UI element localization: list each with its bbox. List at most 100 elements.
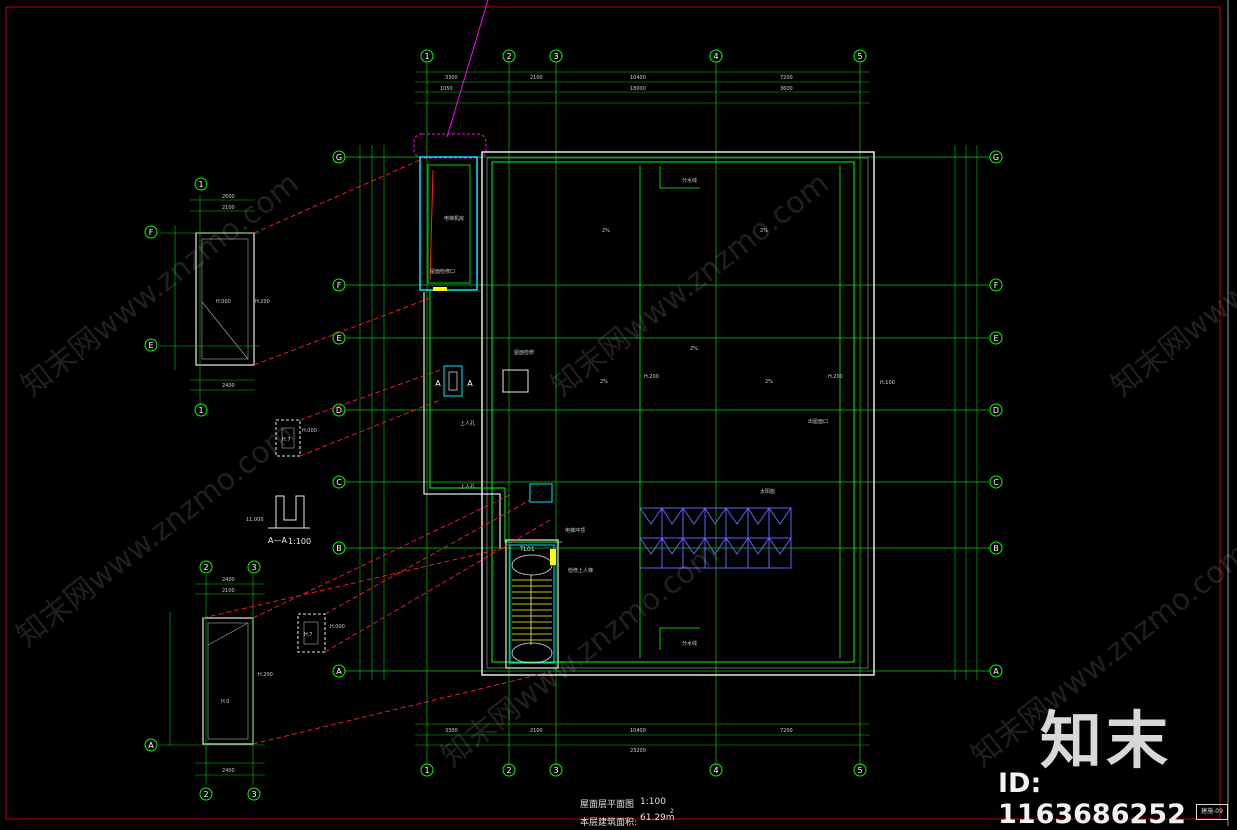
axis-label-bottom: 5 xyxy=(857,766,862,775)
yellow-door-mark xyxy=(433,287,447,291)
opening-box-1 xyxy=(443,365,463,397)
section-aa xyxy=(268,495,310,529)
elevator-diagonal-red xyxy=(429,169,434,281)
axis-label-top: 3 xyxy=(553,52,558,61)
axis-label-left: D xyxy=(336,406,342,415)
svg-text:3300: 3300 xyxy=(445,728,458,734)
svg-text:10400: 10400 xyxy=(630,728,646,734)
svg-text:H.7: H.7 xyxy=(282,437,290,443)
area-superscript: 2 xyxy=(670,808,674,815)
axis-label-bottom: 1 xyxy=(424,766,429,775)
white-slab-edge xyxy=(423,292,501,548)
svg-text:10400: 10400 xyxy=(630,75,646,81)
svg-text:2100: 2100 xyxy=(222,588,235,594)
svg-text:7200: 7200 xyxy=(780,728,793,734)
svg-text:出屋面口: 出屋面口 xyxy=(808,418,828,425)
section-mark: A xyxy=(435,379,441,388)
svg-text:H.200: H.200 xyxy=(644,374,659,380)
svg-text:11.000: 11.000 xyxy=(246,517,264,523)
axis-label-top: 5 xyxy=(857,52,862,61)
svg-text:H.000: H.000 xyxy=(302,428,317,434)
svg-text:18000: 18000 xyxy=(630,86,646,92)
slope-markers xyxy=(639,165,841,658)
svg-text:H.0: H.0 xyxy=(221,699,229,705)
svg-text:2100: 2100 xyxy=(530,728,543,734)
green-slab-edge xyxy=(429,290,562,543)
section-scale: 1:100 xyxy=(288,537,312,546)
plan-scale: 1:100 xyxy=(640,797,666,807)
svg-text:2100: 2100 xyxy=(222,205,235,211)
right-dimensions xyxy=(954,145,978,680)
axis-label-bottom: 3 xyxy=(553,766,558,775)
svg-text:2%: 2% xyxy=(600,379,608,385)
detail2-axis-top: 3 xyxy=(251,563,256,572)
image-id-label: ID: 1163686252 xyxy=(998,768,1186,830)
axis-label-left: E xyxy=(336,334,341,343)
svg-text:2400: 2400 xyxy=(222,383,235,389)
svg-text:2400: 2400 xyxy=(222,768,235,774)
axis-label-top: 2 xyxy=(506,52,511,61)
axis-label-right: B xyxy=(993,544,999,553)
svg-text:H.100: H.100 xyxy=(880,380,895,386)
svg-text:电梯冲顶: 电梯冲顶 xyxy=(565,527,585,534)
detail-3-inner xyxy=(281,427,295,449)
svg-text:1050: 1050 xyxy=(440,86,453,92)
stair-landing-curve-top xyxy=(511,554,553,576)
axis-bubbles-top xyxy=(420,49,867,63)
magenta-revision-cloud xyxy=(413,133,487,159)
axis-label-top: 4 xyxy=(713,52,718,61)
axis-label-right: C xyxy=(993,478,999,487)
axis-bubbles-left xyxy=(332,150,346,678)
opening-box-2 xyxy=(502,369,529,393)
axis-label-left: B xyxy=(336,544,342,553)
svg-text:分水线: 分水线 xyxy=(682,177,697,184)
svg-text:H.7: H.7 xyxy=(304,632,312,638)
svg-text:7200: 7200 xyxy=(780,75,793,81)
roof-green-zone xyxy=(491,161,855,663)
detail2-axis-side: A xyxy=(148,741,154,750)
svg-text:屋面检修口: 屋面检修口 xyxy=(430,268,455,275)
detail1-axis-side: F xyxy=(149,228,154,237)
section-mark: A xyxy=(467,379,473,388)
svg-text:2%: 2% xyxy=(690,346,698,352)
opening-box-1-inner xyxy=(448,371,458,391)
stair-core-outline xyxy=(505,539,559,669)
magenta-leader xyxy=(446,0,489,138)
stair-landing-curve-bottom xyxy=(511,642,553,664)
axis-label-bottom: 4 xyxy=(713,766,718,775)
svg-text:检修上人梯: 检修上人梯 xyxy=(568,567,593,574)
svg-text:上人孔: 上人孔 xyxy=(460,420,475,427)
svg-text:分水线: 分水线 xyxy=(682,640,697,647)
svg-text:H.200: H.200 xyxy=(255,299,270,305)
svg-text:H.200: H.200 xyxy=(828,374,843,380)
frame-border xyxy=(5,6,1221,820)
svg-text:2600: 2600 xyxy=(222,194,235,200)
axis-label-right: E xyxy=(993,334,998,343)
elevator-shaft-inner xyxy=(427,164,471,284)
axis-label-right: A xyxy=(993,667,999,676)
corner-stamp: 建施-09 xyxy=(1196,804,1228,820)
svg-text:3300: 3300 xyxy=(445,75,458,81)
detail2-axis-bottom: 3 xyxy=(251,790,256,799)
area-value: 61.29m xyxy=(640,813,675,823)
svg-text:2100: 2100 xyxy=(530,75,543,81)
svg-text:2400: 2400 xyxy=(222,577,235,583)
bottom-dimensions xyxy=(415,723,870,746)
axis-label-right: D xyxy=(993,406,999,415)
detail-3-box xyxy=(275,419,301,457)
detail2-axis-bottom: 2 xyxy=(203,790,208,799)
detail1-axis-top: 1 xyxy=(198,180,203,189)
stair-treads xyxy=(512,575,552,645)
roof-inner-line xyxy=(486,157,869,669)
svg-text:电梯机房: 电梯机房 xyxy=(444,215,464,222)
vertical-grid-lines xyxy=(426,62,861,765)
plan-title: 屋面层平面图 xyxy=(580,800,635,810)
left-dimensions xyxy=(359,145,385,680)
detail1-axis-bottom: 1 xyxy=(198,406,203,415)
axis-label-left: C xyxy=(336,478,342,487)
detail1-axis-side: E xyxy=(148,341,153,350)
